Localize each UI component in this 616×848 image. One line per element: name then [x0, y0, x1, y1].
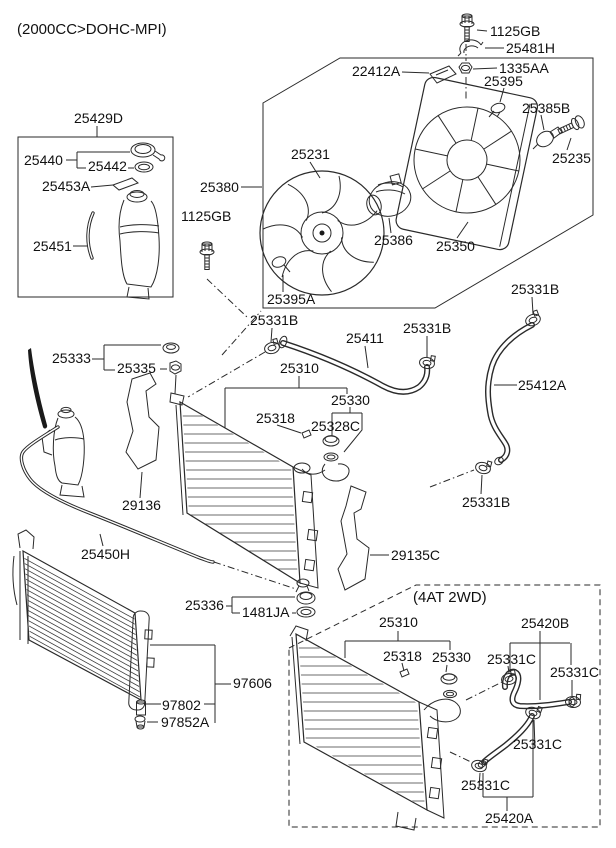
radiator-drawing	[169, 392, 319, 589]
clip-25318-4at	[399, 668, 410, 678]
part-label-25385b: 25385B	[522, 100, 570, 116]
part-label-25331c-3: 25331C	[513, 736, 562, 752]
part-label-29136: 29136	[122, 497, 161, 513]
part-label-25451: 25451	[33, 238, 72, 254]
part-label-97606: 97606	[233, 675, 272, 691]
bolt-1125gb-left	[199, 241, 215, 270]
top-hardware	[457, 13, 506, 118]
reservoir-bottle-drawing	[118, 190, 160, 300]
part-label-97802: 97802	[162, 697, 201, 713]
overflow-hose-25450h	[19, 425, 297, 590]
part-label-29135c: 29135C	[391, 547, 440, 563]
label-strip-22412a	[429, 65, 457, 84]
sensor-25385b-drawing	[532, 114, 563, 150]
plug-25395a-drawing	[271, 256, 291, 292]
part-label-25336: 25336	[185, 597, 224, 613]
part-label-25310-4at: 25310	[379, 614, 418, 630]
page-title: (2000CC>DOHC-MPI)	[17, 21, 167, 38]
part-label-25481h: 25481H	[506, 40, 555, 56]
part-label-25453a: 25453A	[42, 178, 91, 194]
fan-motor-drawing	[366, 173, 412, 234]
upper-hose-25411	[278, 335, 431, 395]
part-label-25328c: 25328C	[311, 418, 360, 434]
part-label-25331b-4: 25331B	[462, 494, 510, 510]
part-label-25318-4at: 25318	[383, 648, 422, 664]
part-label-25331c-4: 25331C	[461, 777, 510, 793]
part-label-25411: 25411	[346, 330, 384, 346]
part-label-25330: 25330	[331, 392, 370, 408]
reservoir-seal-drawing	[134, 161, 154, 173]
clip-25318	[301, 429, 312, 439]
part-label-25440: 25440	[24, 152, 63, 168]
part-label-25380: 25380	[200, 179, 239, 195]
shroud-drawing	[395, 76, 539, 251]
part-label-25331b-1: 25331B	[250, 312, 298, 328]
part-label-25231: 25231	[291, 146, 330, 162]
bolt-25235-drawing	[557, 115, 585, 135]
part-label-25331b-3: 25331B	[511, 281, 559, 297]
clamp-25481h-drawing	[457, 39, 484, 57]
part-label-25442: 25442	[88, 158, 127, 174]
clamp-25331b-4	[473, 457, 493, 476]
part-label-97852a: 97852A	[161, 714, 210, 730]
lower-hose-25412a	[485, 322, 535, 466]
part-label-25310: 25310	[280, 360, 319, 376]
part-label-25420b: 25420B	[521, 615, 569, 631]
clamp-25331b-1	[262, 337, 282, 356]
label-strip-25453a	[112, 177, 139, 191]
black-wedge-mark	[28, 348, 48, 429]
part-label-25330-4at: 25330	[432, 649, 471, 665]
part-label-25331c-2: 25331C	[550, 664, 599, 680]
part-label-25420a: 25420A	[485, 810, 534, 826]
part-label-25395: 25395	[484, 73, 523, 89]
part-label-25386: 25386	[374, 232, 413, 248]
part-label-25429d: 25429D	[74, 110, 123, 126]
part-label-1481ja: 1481JA	[242, 604, 290, 620]
part-label-25318: 25318	[256, 410, 295, 426]
part-label-22412a: 22412A	[352, 63, 401, 79]
part-label-25331c-1: 25331C	[487, 651, 536, 667]
bolt-1125gb-top	[459, 13, 475, 42]
part-label-25412a: 25412A	[518, 377, 567, 393]
part-label-1335aa: 1335AA	[499, 60, 549, 76]
nut-1335aa-drawing	[458, 62, 473, 74]
baffle-29136-drawing	[125, 372, 160, 470]
plug-25395-drawing	[488, 102, 506, 118]
mount-hardware-25333-25335	[92, 342, 182, 395]
fan-assembly-box	[262, 57, 594, 309]
part-label-25331b-2: 25331B	[403, 320, 451, 336]
baffle-29135c-drawing	[337, 485, 370, 591]
part-label-1125gb-top: 1125GB	[490, 23, 540, 39]
fan-drawing	[259, 161, 385, 296]
reservoir-assembly-box	[17, 126, 174, 300]
part-label-25235: 25235	[552, 150, 591, 166]
part-label-25450h: 25450H	[81, 546, 130, 562]
hose-25420a	[477, 713, 535, 768]
bolt-97852a	[134, 715, 146, 730]
part-label-25333: 25333	[52, 350, 91, 366]
part-label-25350: 25350	[436, 238, 475, 254]
reservoir-cap-drawing	[130, 142, 166, 162]
variant-header: (4AT 2WD)	[413, 589, 487, 606]
part-label-25335: 25335	[117, 360, 156, 376]
condenser-drawing	[12, 529, 231, 730]
drain-plug-parts	[226, 578, 316, 618]
part-label-25395a: 25395A	[267, 291, 316, 307]
radiator-cap-parts	[301, 435, 350, 482]
overflow-bottle-drawing	[41, 406, 85, 498]
part-label-1125gb-left: 1125GB	[181, 208, 231, 224]
drier-pipe-97802	[136, 699, 146, 716]
